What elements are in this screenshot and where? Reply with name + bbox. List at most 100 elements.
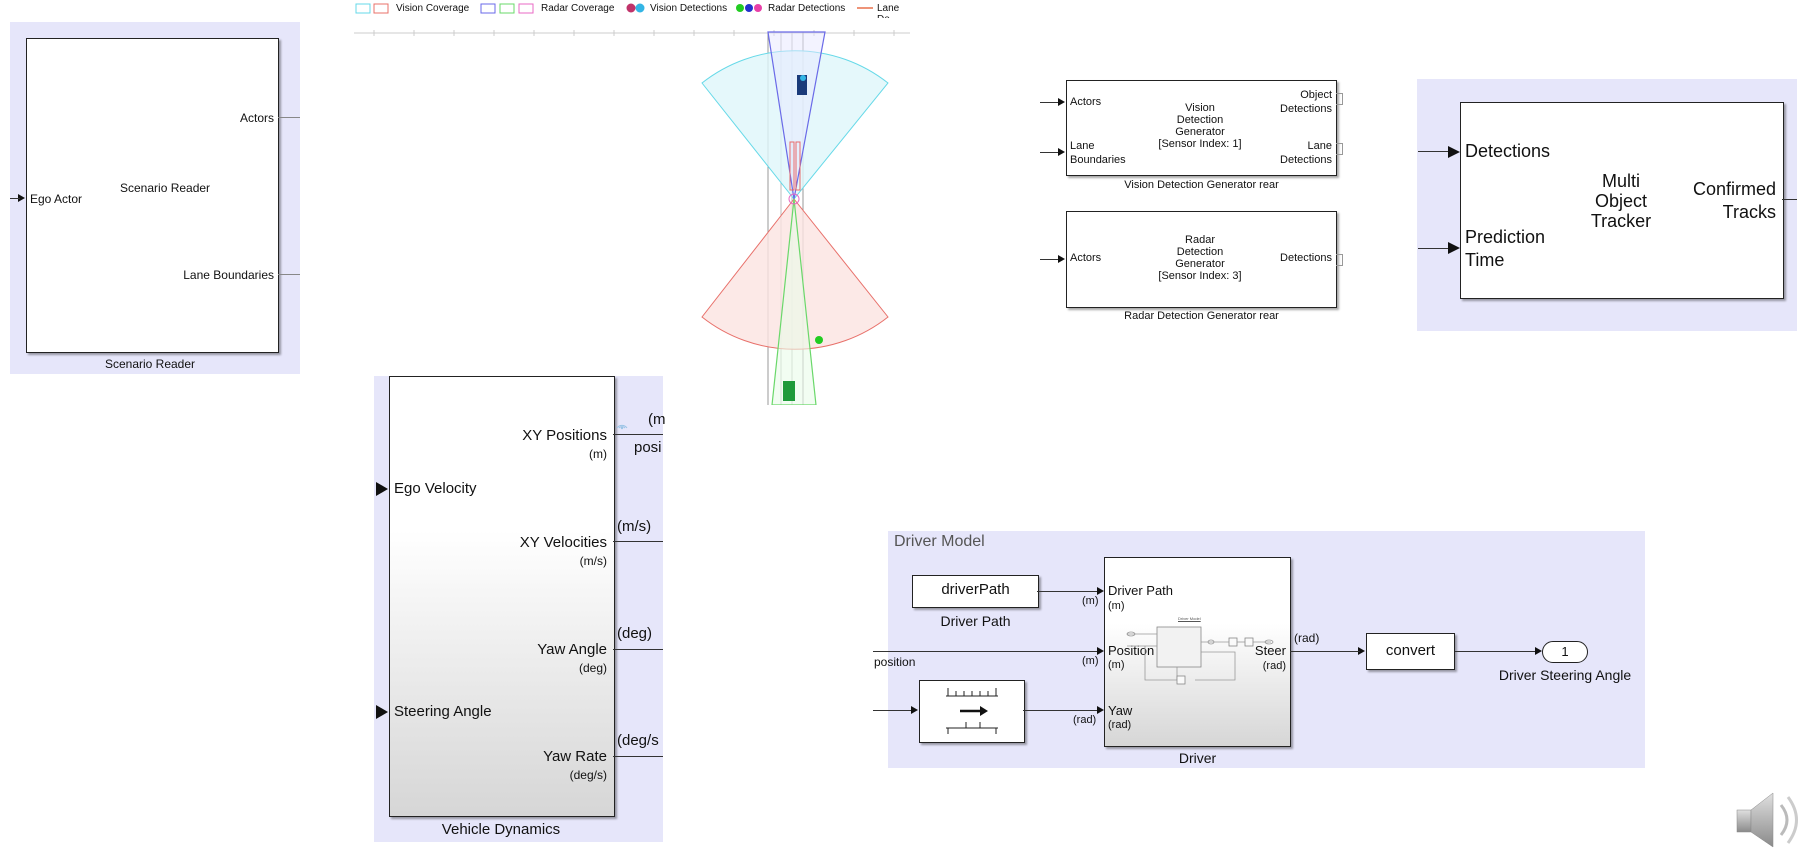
yaw-angle-unit: (deg): [578, 661, 607, 675]
driver-inner-diagram: [1126, 626, 1274, 685]
ego-velocity-in-arrow: [376, 482, 388, 496]
xy-velocities-unit: (m/s): [579, 554, 607, 568]
steer-port-unit: (rad): [1262, 660, 1286, 672]
steer-signal-line-b: [1330, 651, 1360, 652]
yaw-signal-unit: (rad): [1073, 714, 1097, 726]
steer-signal-unit: (rad): [1294, 631, 1320, 645]
position-signal-label: position: [874, 655, 916, 669]
tracker-prediction-in-arrow: [1448, 242, 1460, 254]
vehicle-dynamics-block[interactable]: [389, 376, 615, 817]
lane-boundaries-port-line: [278, 274, 300, 275]
legend-vision-coverage: Vision Coverage: [396, 3, 470, 14]
vision-lane-boundaries-port-label: Lane Boundaries: [1070, 140, 1126, 166]
ego-actor-port-line: [10, 198, 20, 199]
yaw-angle-out-line: [613, 649, 663, 650]
xy-positions-port-label: XY Positions: [522, 427, 607, 444]
vehicle-dynamics-caption: Vehicle Dynamics: [441, 821, 561, 838]
xy-positions-signal-unit: (m: [648, 411, 666, 428]
steering-angle-port-label: Steering Angle: [394, 703, 492, 720]
yaw-converter-in-line: [873, 710, 913, 711]
multi-object-tracker-block[interactable]: [1460, 102, 1784, 299]
yaw-rate-out-line: [613, 756, 663, 757]
driver-path-port-label: Driver Path: [1108, 583, 1174, 598]
xy-velocities-signal-unit: (m/s): [617, 518, 652, 535]
xy-velocities-out-line: [613, 541, 663, 542]
driver-path-signal-unit: (m): [1082, 595, 1099, 607]
driver-path-port-unit: (m): [1108, 600, 1125, 612]
driver-path-signal-arrow: [1097, 587, 1104, 595]
vision-actors-port-label: Actors: [1070, 96, 1102, 108]
vision-lane-in-line: [1040, 152, 1060, 153]
xy-velocities-port-label: XY Velocities: [519, 534, 607, 551]
xy-positions-signal-name: posi: [634, 439, 662, 456]
tracker-prediction-in-line: [1418, 248, 1450, 249]
position-signal-line: [873, 651, 1097, 652]
ego-actor-port-arrow: [18, 194, 25, 202]
legend-radar-coverage: Radar Coverage: [541, 3, 615, 14]
radar-generator-text: Radar Detection Generator [Sensor Index:…: [1158, 234, 1242, 282]
convert-out-arrow: [1535, 647, 1542, 655]
yaw-rate-unit: (deg/s): [569, 768, 607, 782]
driver-steering-angle-outport[interactable]: [1542, 641, 1588, 663]
scenario-reader-title: Scenario Reader: [120, 181, 211, 195]
yaw-converter-in-arrow: [911, 706, 918, 714]
tracker-detections-port-label: Detections: [1465, 141, 1551, 161]
yaw-rate-port-label: Yaw Rate: [543, 748, 607, 765]
driver-path-signal-line: [1037, 591, 1097, 592]
scenario-reader-caption: Scenario Reader: [104, 357, 196, 371]
driver-inner-title: Driver Model: [1178, 616, 1201, 621]
vision-lane-out-port: [1336, 143, 1343, 155]
yaw-signal-arrow: [1097, 706, 1104, 714]
radar-actors-in-line: [1040, 259, 1060, 260]
sensor-legend: Vision Coverage Radar Coverage Vision De…: [354, 0, 910, 18]
steering-angle-in-arrow: [376, 705, 388, 719]
wireless-signal-icon: [616, 424, 628, 430]
convert-out-line: [1455, 651, 1535, 652]
scenario-reader-block[interactable]: [26, 38, 279, 353]
vision-generator-text: Vision Detection Generator [Sensor Index…: [1158, 102, 1242, 150]
driver-path-block-label: driverPath: [941, 581, 1010, 598]
vision-detection-generator-block[interactable]: [1066, 80, 1337, 176]
outport-number: 1: [1561, 644, 1569, 659]
position-port-unit: (m): [1108, 659, 1125, 671]
radar-actors-port-label: Actors: [1070, 252, 1102, 264]
convert-block[interactable]: [1366, 633, 1455, 670]
xy-positions-out-line: [613, 434, 663, 435]
actors-port-label: Actors: [239, 111, 274, 125]
radar-actors-in-arrow: [1058, 255, 1065, 263]
radar-detection-generator-block[interactable]: [1066, 211, 1337, 308]
xy-positions-unit: (m): [589, 447, 607, 461]
vision-lane-in-arrow: [1058, 148, 1065, 156]
vision-actors-in-arrow: [1058, 98, 1065, 106]
radar-generator-caption: Radar Detection Generator rear: [1124, 310, 1279, 322]
driver-path-caption: Driver Path: [940, 613, 1011, 629]
lane-boundaries-port-label: Lane Boundaries: [183, 268, 274, 282]
steer-port-label: Steer: [1254, 643, 1286, 658]
position-port-label: Position: [1108, 643, 1155, 658]
tracker-confirmed-tracks-port-label: Confirmed Tracks: [1692, 179, 1776, 222]
unit-converter-icon: [946, 688, 998, 734]
tracker-detections-in-arrow: [1448, 146, 1460, 158]
yaw-angle-port-label: Yaw Angle: [537, 641, 607, 658]
tracker-confirmed-out-line: [1782, 199, 1797, 200]
yaw-port-unit: (rad): [1108, 719, 1132, 731]
yaw-rate-signal-unit: (deg/s: [617, 732, 659, 749]
speaker-icon[interactable]: [1733, 785, 1807, 848]
outport-caption: Driver Steering Angle: [1498, 667, 1632, 683]
radar-detections-out-port: [1336, 254, 1343, 266]
convert-block-label: convert: [1385, 642, 1436, 659]
yaw-port-label: Yaw: [1108, 703, 1133, 718]
yaw-angle-signal-unit: (deg): [617, 625, 653, 642]
vision-object-out-port: [1336, 93, 1343, 105]
vision-lane-detections-port-label: Lane Detections: [1280, 140, 1332, 166]
legend-radar-detections: Radar Detections: [768, 3, 846, 14]
tracker-prediction-time-port-label: Prediction Time: [1465, 227, 1546, 270]
driver-model-title: Driver Model: [894, 533, 985, 550]
steer-signal-arrow: [1358, 647, 1365, 655]
driver-caption: Driver: [1178, 750, 1217, 766]
legend-lane: Lane De: [877, 3, 900, 18]
steer-signal-line: [1290, 651, 1332, 652]
vision-object-detections-port-label: Object Detections: [1280, 89, 1332, 115]
tracker-detections-in-line: [1418, 151, 1450, 152]
actors-port-line: [278, 117, 300, 118]
